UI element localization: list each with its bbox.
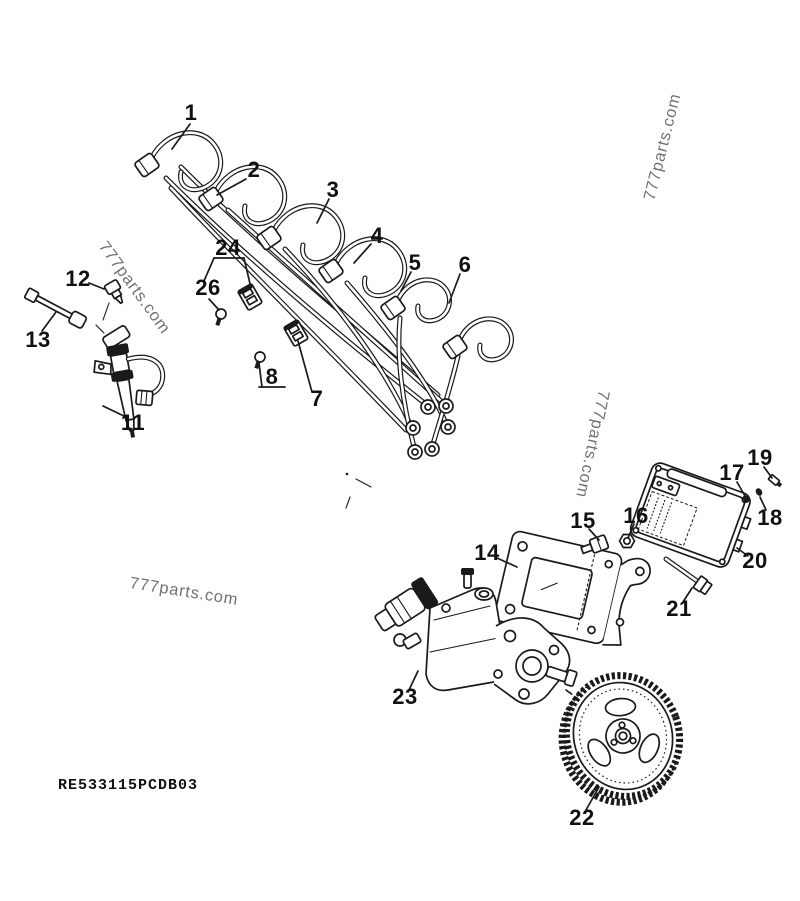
part-label-23: 23 xyxy=(392,684,418,709)
part-label-14: 14 xyxy=(474,540,500,565)
part-label-22: 22 xyxy=(569,805,595,830)
line-clamp-24 xyxy=(237,283,263,311)
part-label-13: 13 xyxy=(25,327,51,352)
line-clamp-7 xyxy=(283,319,309,347)
part-label-11: 11 xyxy=(120,410,146,435)
injector-fitting-12 xyxy=(103,279,124,305)
part-label-3: 3 xyxy=(326,177,340,202)
clamp-bolt-26 xyxy=(215,308,227,327)
part-label-8: 8 xyxy=(265,364,279,389)
injection-pump-23 xyxy=(374,568,578,705)
fuel-line-1 xyxy=(152,133,426,405)
part-label-16: 16 xyxy=(623,503,649,528)
fuel-lines-group xyxy=(134,133,512,460)
leader-lines xyxy=(41,123,773,811)
fuel-line-3 xyxy=(274,206,413,427)
stray-marks xyxy=(345,472,372,509)
bolt-13-guide-line xyxy=(95,324,105,334)
part-label-12: 12 xyxy=(65,266,91,291)
part-label-24: 24 xyxy=(215,235,241,260)
part-label-21: 21 xyxy=(666,596,692,621)
plug-17 xyxy=(742,495,750,503)
bolt-21 xyxy=(663,556,713,595)
bolt-15 xyxy=(580,534,610,555)
fitting-12-guide-line xyxy=(102,302,110,321)
drawing-code: RE533115PCDB03 xyxy=(58,777,199,794)
part-label-1: 1 xyxy=(184,100,198,125)
drive-gear-22 xyxy=(558,672,684,806)
part-label-6: 6 xyxy=(458,252,472,277)
part-label-2: 2 xyxy=(247,157,261,182)
mounting-bracket-14 xyxy=(494,530,651,646)
part-label-20: 20 xyxy=(742,548,768,573)
ecu-20 xyxy=(629,462,752,568)
part-label-26: 26 xyxy=(195,275,221,300)
part-label-18: 18 xyxy=(757,505,783,530)
fuel-injector-11 xyxy=(93,325,166,438)
part-label-4: 4 xyxy=(370,223,384,248)
part-label-5: 5 xyxy=(408,250,422,275)
part-label-7: 7 xyxy=(310,386,324,411)
line-end-caps xyxy=(134,152,468,360)
line-nuts xyxy=(405,398,456,460)
part-label-19: 19 xyxy=(747,445,773,470)
leak-off-bolt-13 xyxy=(23,287,88,329)
plug-18 xyxy=(755,488,763,496)
part-label-17: 17 xyxy=(719,460,745,485)
part-label-15: 15 xyxy=(570,508,596,533)
nut-16 xyxy=(618,533,636,549)
fuel-line-4 xyxy=(336,239,448,424)
